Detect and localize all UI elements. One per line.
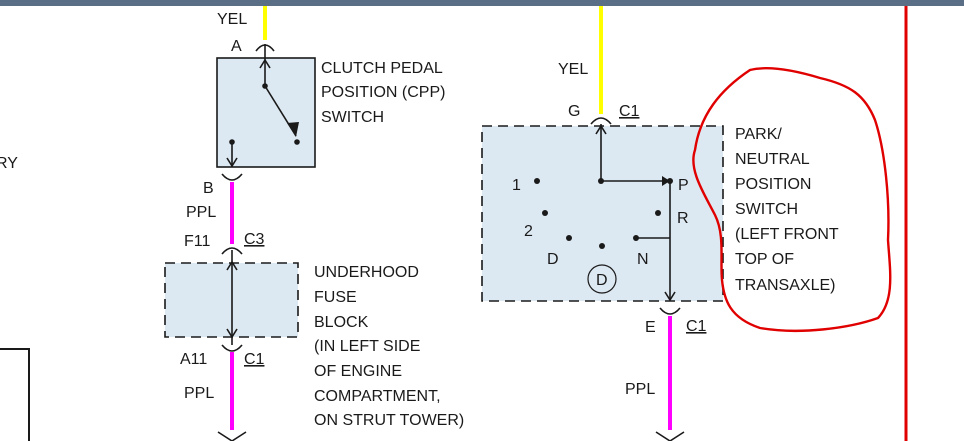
fuse-top-pin: F11 (184, 233, 210, 250)
pn-position-2: 2 (524, 223, 533, 240)
cpp-switch-box (216, 57, 316, 168)
fuse-bottom-pin: A11 (180, 351, 207, 368)
fuse-arrow-down (226, 328, 238, 339)
fuse-label-line-6: COMPARTMENT, (314, 388, 441, 405)
fuse-arrow-up (226, 260, 238, 271)
fuse-connector-top (221, 247, 243, 255)
pn-label-line-3: POSITION (735, 176, 811, 193)
pn-pin-in: G (568, 103, 580, 120)
left-box-fragment (0, 348, 30, 441)
left-edge-label: RY (0, 155, 18, 172)
pn-wire-in-color: YEL (558, 61, 588, 78)
pn-circle-label: D (596, 272, 608, 289)
fuse-label-line-7: ON STRUT TOWER) (314, 412, 464, 429)
cpp-label-line-2: POSITION (CPP) (321, 84, 445, 101)
fuse-connector-exit (217, 431, 247, 441)
pn-connector-out: C1 (686, 318, 707, 335)
pn-dot-1 (534, 178, 540, 184)
fuse-label-line-4: (IN LEFT SIDE (314, 338, 420, 355)
pn-position-1: 1 (512, 177, 521, 194)
pn-dot-center (599, 243, 605, 249)
pn-label-line-2: NEUTRAL (735, 151, 810, 168)
red-highlight-circle (692, 67, 892, 333)
pn-connector-bottom (659, 307, 681, 315)
pn-position-p: P (678, 177, 689, 194)
fuse-label-line-1: UNDERHOOD (314, 264, 419, 281)
cpp-contact-dot (294, 139, 300, 145)
pn-position-n: N (637, 251, 649, 268)
pn-connector-in: C1 (619, 103, 640, 120)
fuse-block: F11 C3 UNDERHOOD FUSE BLOCK (IN LEFT SID… (164, 231, 464, 441)
pn-pin-out: E (645, 319, 656, 336)
pn-arrow-down (664, 291, 676, 302)
fuse-wire-out-color: PPL (184, 385, 214, 402)
pn-dot-2 (542, 210, 548, 216)
cpp-arrow-down (226, 157, 238, 168)
cpp-pin-in: A (231, 38, 242, 55)
pn-wire-out-color: PPL (625, 381, 655, 398)
pn-label-line-7: TRANSAXLE) (735, 277, 835, 294)
cpp-pin-out: B (203, 180, 214, 197)
pn-switch-box (481, 125, 724, 302)
pn-dot-n (633, 235, 639, 241)
pn-connector-top (590, 117, 612, 125)
cpp-connector-bottom (221, 173, 243, 181)
top-bar (0, 0, 964, 6)
fuse-label-line-3: BLOCK (314, 314, 369, 331)
pn-circle-marker (587, 264, 617, 294)
fuse-bottom-connector: C1 (244, 351, 265, 368)
fuse-connector-bottom (221, 344, 243, 352)
cpp-switch: YEL A CLUTCH PEDAL POSITION (CPP) SWITCH… (186, 6, 445, 244)
cpp-wire-out-color: PPL (186, 204, 216, 221)
cpp-label-line-1: CLUTCH PEDAL (321, 60, 443, 77)
fuse-label-line-5: OF ENGINE (314, 363, 402, 380)
pn-dot-r (655, 210, 661, 216)
pn-switch: YEL G C1 1 2 D N R P D PARK/ NEUTRAL (481, 6, 839, 441)
cpp-wire-in-color: YEL (217, 11, 247, 28)
pn-position-r: R (677, 210, 689, 227)
pn-label-line-1: PARK/ (735, 126, 782, 143)
fuse-top-connector: C3 (244, 231, 265, 248)
pn-connector-exit (655, 431, 685, 441)
pn-arrow-up (595, 124, 607, 135)
cpp-arm-arrowhead (287, 122, 299, 137)
pn-position-d: D (547, 251, 559, 268)
pn-label-line-4: SWITCH (735, 201, 798, 218)
fuse-label-line-2: FUSE (314, 289, 357, 306)
pn-dot-d (566, 235, 572, 241)
pn-label-line-6: TOP OF (735, 251, 794, 268)
pn-label-line-5: (LEFT FRONT (735, 226, 839, 243)
cpp-arrow-up (259, 58, 271, 69)
cpp-label-line-3: SWITCH (321, 109, 384, 126)
pn-selector-arrowhead (662, 176, 670, 186)
